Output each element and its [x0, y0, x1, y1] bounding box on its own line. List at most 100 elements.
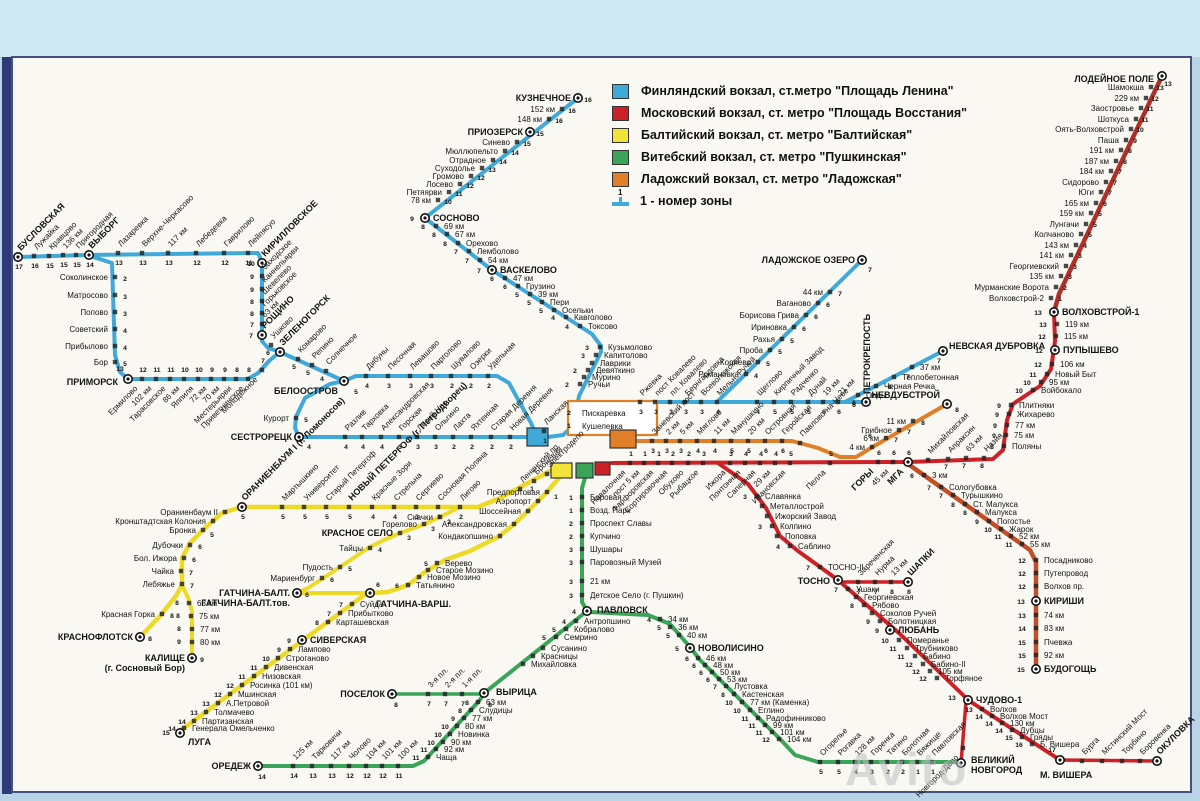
station-tick	[421, 521, 427, 527]
zone-number: 6	[490, 276, 494, 283]
zone-number: 3	[870, 769, 874, 776]
station-circle-dot	[278, 350, 282, 354]
zone-number: 11	[1146, 106, 1153, 113]
station-tick	[369, 504, 375, 510]
station-tick	[525, 508, 531, 514]
zone-number: 4	[776, 544, 780, 551]
zone-number: 4	[320, 376, 324, 383]
station-tick	[999, 720, 1005, 726]
station-circle-dot	[260, 261, 264, 265]
station-label: 46 км	[706, 654, 726, 663]
station-tick	[1044, 371, 1050, 377]
zone-number: 5	[292, 364, 296, 371]
zone-number: 7	[327, 611, 331, 618]
zone-number: 5	[807, 409, 811, 416]
zone-number: 1	[643, 451, 647, 458]
station-tick	[1049, 361, 1055, 367]
station-label: 50 км	[720, 668, 740, 677]
station-tick	[1001, 443, 1007, 449]
station-tick	[754, 399, 760, 405]
station-label: 52 км	[1019, 532, 1039, 541]
station-tick	[702, 662, 708, 668]
station-tick	[853, 594, 859, 600]
station-label: 77 км	[1015, 421, 1035, 430]
station-label: Волхов пр.	[1044, 582, 1084, 591]
zone-number: 14	[178, 719, 186, 726]
station-tick	[112, 274, 118, 280]
zone-number: 12	[762, 737, 770, 744]
station-tick	[511, 521, 517, 527]
station-tick	[251, 673, 257, 679]
zone-number: 2	[687, 451, 691, 458]
station-label: 106 км	[1060, 360, 1085, 369]
station-tick	[896, 637, 902, 643]
station-tick	[440, 739, 446, 745]
zone-number: 4	[565, 324, 569, 331]
station-tick	[435, 197, 441, 203]
station-tick	[433, 223, 439, 229]
station-circle-dot	[297, 435, 301, 439]
zone-number: 7	[834, 587, 838, 594]
station-tick	[447, 731, 453, 737]
station-tick	[585, 367, 591, 373]
station-label: Сусанино	[551, 644, 587, 653]
zone-number: 3	[434, 444, 438, 451]
zone-number: 7	[939, 493, 943, 500]
station-tick	[920, 661, 926, 667]
zone-number: 5	[657, 625, 661, 632]
zone-number: 7	[838, 291, 842, 298]
station-label: Жарок	[1009, 525, 1034, 534]
station-circle-dot	[906, 460, 910, 464]
station-tick	[435, 504, 441, 510]
zone-number: 3	[407, 535, 411, 542]
station-label: Шоссейная	[479, 507, 521, 516]
zone-number: 6	[877, 450, 881, 457]
station-label: 68 км	[197, 599, 217, 608]
zone-number: 6	[503, 284, 507, 291]
station-tick	[1008, 402, 1014, 408]
station-label: Рахья	[753, 335, 775, 344]
zone-number: 3	[758, 524, 762, 531]
zone-number: 10	[181, 367, 189, 374]
zone-number: 5	[306, 370, 310, 377]
line-vyritsa-oredezh	[256, 692, 486, 768]
zone-number: 9	[277, 647, 281, 654]
station-label: НЕВДУБСТРОЙ	[872, 389, 940, 400]
station-tick	[875, 459, 881, 465]
zone-number: 9	[410, 216, 414, 223]
station-label: ПРИМОРСК	[67, 377, 119, 387]
zone-number: 3	[581, 353, 585, 360]
zone-number: 3	[684, 409, 688, 416]
station-tick	[1033, 625, 1039, 631]
zone-number: 1	[543, 438, 547, 445]
station-tick	[475, 699, 481, 705]
zone-number: 9	[992, 433, 996, 440]
zone-number: 7	[874, 589, 878, 596]
station-label: Ваганово	[777, 299, 812, 308]
line-vishera-okulovka	[1058, 758, 1159, 763]
station-tick	[772, 460, 778, 466]
station-label: 48 км	[713, 661, 733, 670]
station-tick	[1123, 137, 1129, 143]
station-label: Старое Мозино	[436, 566, 494, 575]
zone-number: 4	[378, 547, 382, 554]
station-label: 99 км	[773, 721, 793, 730]
zone-number: 15	[1018, 653, 1026, 660]
station-tick	[652, 399, 658, 405]
station-label: КРАСНОЕ СЕЛО	[322, 528, 393, 538]
station-tick	[579, 578, 585, 584]
zone-number: 8	[1128, 148, 1132, 155]
station-label: ТОСНО	[798, 576, 830, 586]
station-label: Партизанская	[202, 717, 254, 726]
zone-number: 7	[806, 565, 810, 572]
station-tick	[342, 434, 348, 440]
station-label: 69 км	[444, 222, 464, 231]
ladozhsky-color-swatch-icon	[612, 171, 629, 187]
station-tick	[728, 438, 734, 444]
zone-number: 8	[951, 502, 955, 509]
moskovsky-color-swatch-icon	[612, 105, 629, 121]
zone-number: 11	[897, 654, 904, 661]
station-label: 92 км	[444, 745, 464, 754]
station-label-line2: ГАТЧИНА-БАЛТ.тов.	[201, 598, 290, 608]
station-label: НЕВСКАЯ ДУБРОВКА	[949, 341, 1046, 351]
